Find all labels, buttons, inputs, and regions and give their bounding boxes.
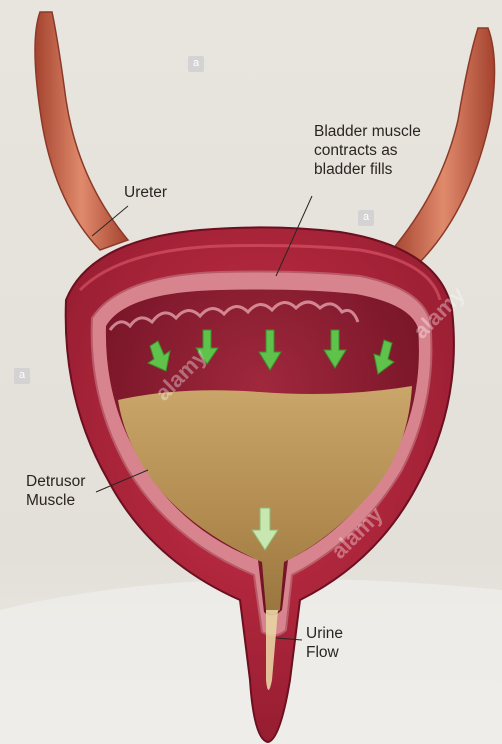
label-detrusor-muscle: Detrusor Muscle	[26, 472, 85, 510]
label-line: Flow	[306, 643, 343, 662]
label-line: Muscle	[26, 491, 85, 510]
label-line: Urine	[306, 624, 343, 643]
label-urine-flow: Urine Flow	[306, 624, 343, 662]
label-line: Bladder muscle	[314, 122, 421, 141]
label-ureter: Ureter	[124, 183, 167, 202]
label-line: Detrusor	[26, 472, 85, 491]
label-bladder-contracts: Bladder muscle contracts as bladder fill…	[314, 122, 421, 179]
watermark-box: a	[188, 56, 204, 72]
label-line: contracts as	[314, 141, 421, 160]
watermark-box: a	[358, 210, 374, 226]
label-line: bladder fills	[314, 160, 421, 179]
watermark-box: a	[14, 368, 30, 384]
